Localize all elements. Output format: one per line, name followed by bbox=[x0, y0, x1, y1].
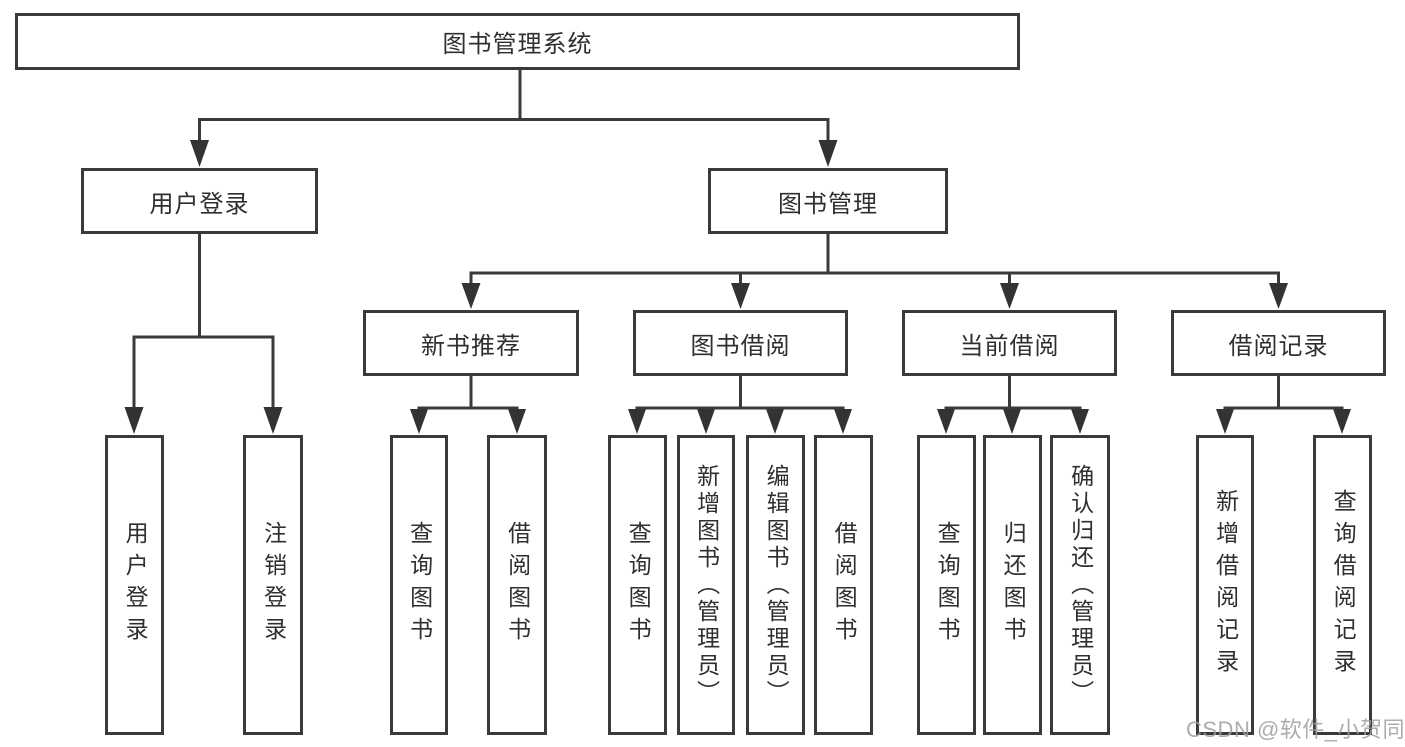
node-book-borrow-label: 图书借阅 bbox=[690, 332, 791, 360]
leaf-recommend-query-books: 查询图书 bbox=[390, 435, 448, 735]
node-new-book-recommend: 新书推荐 bbox=[363, 310, 579, 376]
leaf-user-login: 用户登录 bbox=[105, 435, 164, 735]
leaf-current-query-books: 查询图书 bbox=[917, 435, 976, 735]
leaf-return-books-label: 归还图书 bbox=[1000, 521, 1027, 649]
arrowheads bbox=[124, 140, 1351, 434]
leaf-add-borrow-record: 新增借阅记录 bbox=[1196, 435, 1254, 735]
node-new-book-recommend-label: 新书推荐 bbox=[421, 332, 521, 360]
leaf-logout: 注销登录 bbox=[243, 435, 303, 735]
leaf-edit-books-admin-label: 编辑图书（管理员） bbox=[763, 463, 790, 707]
leaf-borrow-borrow-books: 借阅图书 bbox=[814, 435, 873, 735]
csdn-watermark: CSDN @软件_小贺同学 bbox=[1186, 717, 1405, 742]
leaf-confirm-return-admin-label: 确认归还（管理员） bbox=[1067, 463, 1094, 707]
leaf-add-books-admin-label: 新增图书（管理员） bbox=[693, 463, 720, 707]
node-book-management: 图书管理 bbox=[708, 168, 948, 234]
leaf-borrow-borrow-books-label: 借阅图书 bbox=[831, 521, 858, 649]
node-borrow-records-label: 借阅记录 bbox=[1228, 332, 1329, 360]
node-book-management-label: 图书管理 bbox=[778, 190, 878, 218]
leaf-query-borrow-record: 查询借阅记录 bbox=[1313, 435, 1372, 735]
leaf-add-books-admin: 新增图书（管理员） bbox=[677, 435, 735, 735]
leaf-current-query-books-label: 查询图书 bbox=[934, 521, 961, 649]
node-book-borrow: 图书借阅 bbox=[633, 310, 848, 376]
leaf-borrow-query-books: 查询图书 bbox=[608, 435, 667, 735]
leaf-return-books: 归还图书 bbox=[983, 435, 1042, 735]
node-root-label: 图书管理系统 bbox=[442, 31, 593, 58]
tree-edges bbox=[132, 69, 1344, 412]
node-current-borrow: 当前借阅 bbox=[902, 310, 1117, 376]
node-root: 图书管理系统 bbox=[15, 13, 1020, 70]
leaf-edit-books-admin: 编辑图书（管理员） bbox=[746, 435, 805, 735]
leaf-recommend-borrow-books: 借阅图书 bbox=[487, 435, 547, 735]
node-user-login: 用户登录 bbox=[81, 168, 318, 234]
node-user-login-label: 用户登录 bbox=[149, 190, 250, 218]
leaf-add-borrow-record-label: 新增借阅记录 bbox=[1212, 489, 1239, 681]
leaf-query-borrow-record-label: 查询借阅记录 bbox=[1330, 489, 1357, 681]
node-current-borrow-label: 当前借阅 bbox=[959, 332, 1060, 360]
leaf-recommend-borrow-books-label: 借阅图书 bbox=[504, 521, 531, 649]
leaf-logout-label: 注销登录 bbox=[260, 521, 287, 649]
leaf-confirm-return-admin: 确认归还（管理员） bbox=[1050, 435, 1110, 735]
leaf-user-login-label: 用户登录 bbox=[122, 521, 149, 649]
node-borrow-records: 借阅记录 bbox=[1171, 310, 1386, 376]
leaf-borrow-query-books-label: 查询图书 bbox=[625, 521, 652, 649]
leaf-recommend-query-books-label: 查询图书 bbox=[406, 521, 433, 649]
